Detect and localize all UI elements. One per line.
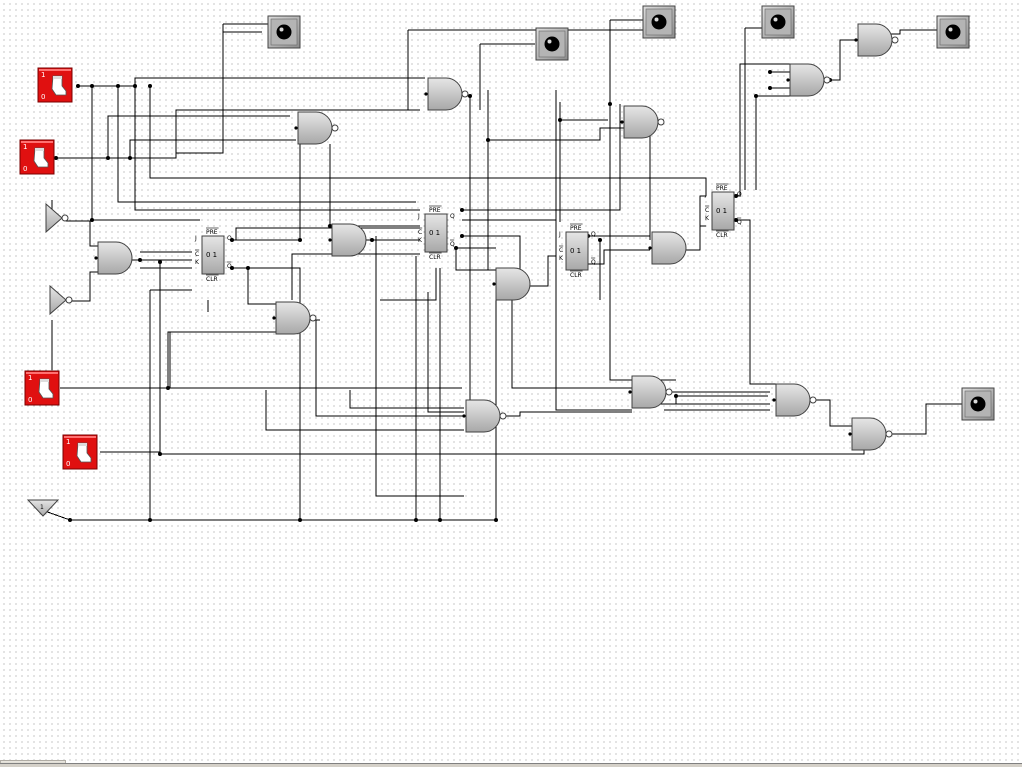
ff-pre-label: PRE [429, 207, 441, 214]
ff-body-label: 0 1 [429, 229, 440, 237]
output-led [936, 15, 970, 49]
wire-junctions [54, 70, 892, 522]
ff-k-label: K [418, 237, 423, 244]
ff-pre-label: PRE [570, 225, 582, 232]
ff-j-label: J [194, 235, 197, 242]
ff-body-label: 0 1 [716, 207, 727, 215]
ff-clr-label: CLR [206, 276, 218, 283]
clock-label: 1 [40, 504, 44, 511]
ff-body-label: 0 1 [570, 247, 581, 255]
ff-k-label: K [705, 215, 710, 222]
nand-gate [854, 23, 899, 57]
ff-qbar-label: Q [737, 219, 742, 226]
output-led [267, 15, 301, 49]
ff-clock-label: C [195, 251, 199, 258]
nand-gate [848, 417, 893, 451]
jk-flipflop: PRE CLR J CK Q Q 0 1 [704, 183, 742, 239]
switch-high-label: 1 [41, 71, 45, 79]
switch-low-label: 0 [28, 396, 32, 404]
ff-qbar-label: Q [227, 263, 232, 270]
nand-gate [462, 399, 507, 433]
ff-clock-label: C [705, 207, 709, 214]
input-switch[interactable]: 10 [62, 434, 98, 470]
jk-flipflop: PRE CLR J CK Q Q 0 1 [558, 223, 596, 279]
nand-gate [294, 111, 339, 145]
ff-k-label: K [195, 259, 200, 266]
output-led [761, 5, 795, 39]
clock-source[interactable]: 1 [26, 499, 60, 517]
switch-low-label: 0 [41, 93, 45, 101]
jk-flipflop: PRE CLR J CK Q Q 0 1 [417, 205, 455, 261]
ff-j-label: J [417, 213, 420, 220]
ff-j-label: J [558, 231, 561, 238]
ff-q-label: Q [737, 191, 742, 198]
jk-flipflop: PRE CLR J CK Q Q 0 1 [194, 227, 232, 283]
wire-network [41, 19, 962, 521]
input-switch[interactable]: 10 [19, 139, 55, 175]
ff-body-label: 0 1 [206, 251, 217, 259]
ff-clr-label: CLR [716, 232, 728, 239]
ff-k-label: K [559, 255, 564, 262]
ff-clock-label: C [559, 247, 563, 254]
output-led [961, 387, 995, 421]
and-gate [648, 231, 687, 265]
nand-gate [628, 375, 673, 409]
nand-gate [620, 105, 665, 139]
nand-gate [772, 383, 817, 417]
ff-clr-label: CLR [570, 272, 582, 279]
switch-high-label: 1 [66, 438, 70, 446]
ff-q-label: Q [227, 235, 232, 242]
and-gate [328, 223, 367, 257]
nand-gate [272, 301, 317, 335]
ff-q-label: Q [591, 231, 596, 238]
switch-high-label: 1 [23, 143, 27, 151]
input-switch[interactable]: 10 [24, 370, 60, 406]
output-led [642, 5, 676, 39]
ff-j-label: J [704, 191, 707, 198]
ff-qbar-label: Q [450, 241, 455, 248]
not-gate [45, 202, 69, 234]
nand-gate [424, 77, 469, 111]
switch-low-label: 0 [23, 165, 27, 173]
ff-pre-label: PRE [716, 185, 728, 192]
and-gate [94, 241, 133, 275]
ff-q-label: Q [450, 213, 455, 220]
ff-pre-label: PRE [206, 229, 218, 236]
status-bar [0, 763, 1022, 767]
not-gate [49, 284, 73, 316]
ff-clock-label: C [418, 229, 422, 236]
switch-low-label: 0 [66, 460, 70, 468]
and-gate [492, 267, 531, 301]
input-switch[interactable]: 10 [37, 67, 73, 103]
switch-high-label: 1 [28, 374, 32, 382]
nand-gate [786, 63, 831, 97]
ff-clr-label: CLR [429, 254, 441, 261]
ff-qbar-label: Q [591, 259, 596, 266]
output-led [535, 27, 569, 61]
